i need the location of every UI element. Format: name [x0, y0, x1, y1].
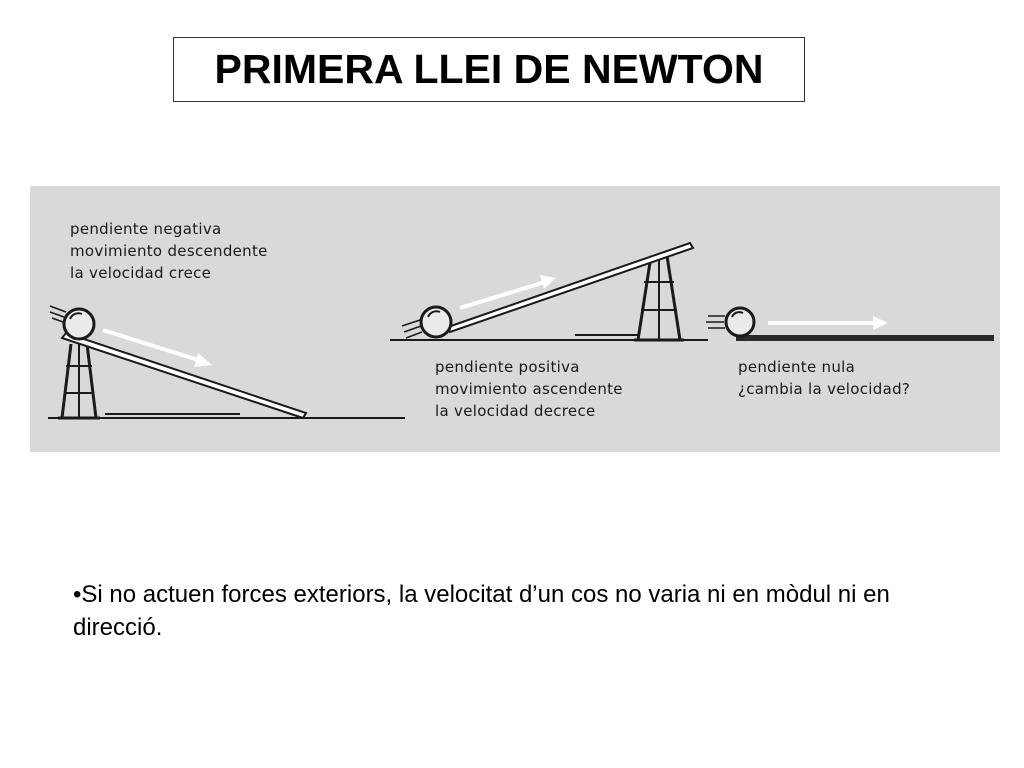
bullet-marker: •: [73, 581, 82, 608]
title-box: PRIMERA LLEI DE NEWTON: [173, 37, 805, 102]
figure-svg: pendiente negativa movimiento descendent…: [30, 186, 1000, 452]
panel3-line1: pendiente nula: [738, 358, 855, 376]
panel-zero-slope: pendiente nula ¿cambia la velocidad?: [706, 306, 994, 398]
panel2-line1: pendiente positiva: [435, 358, 580, 376]
panel-negative-slope: pendiente negativa movimiento descendent…: [48, 220, 405, 420]
flat-surface: [736, 335, 994, 341]
panel1-line3: la velocidad crece: [70, 264, 211, 282]
panel3-line2: ¿cambia la velocidad?: [738, 380, 910, 398]
bullet-point: •Si no actuen forces exteriors, la veloc…: [73, 578, 983, 644]
motion-line: [405, 331, 423, 339]
ramp: [60, 331, 308, 420]
panel2-line3: la velocidad decrece: [435, 402, 596, 420]
panel-positive-slope: pendiente positiva movimiento ascendente…: [390, 241, 708, 420]
slide-title: PRIMERA LLEI DE NEWTON: [214, 46, 764, 92]
motion-line: [51, 317, 64, 323]
motion-line: [403, 325, 422, 333]
motion-line: [49, 305, 67, 313]
velocity-arrow: [102, 328, 212, 367]
figure-background: [30, 186, 1000, 452]
panel2-line2: movimiento ascendente: [435, 380, 623, 398]
velocity-arrow: [459, 275, 556, 310]
trestle-support: [58, 343, 100, 420]
panel1-line1: pendiente negativa: [70, 220, 222, 238]
inclined-plane-figure: pendiente negativa movimiento descendent…: [30, 186, 1000, 452]
velocity-arrow: [768, 316, 888, 330]
panel1-line2: movimiento descendente: [70, 242, 268, 260]
motion-line: [49, 311, 65, 318]
motion-line: [401, 319, 421, 327]
bullet-text: Si no actuen forces exteriors, la veloci…: [73, 581, 890, 641]
trestle-support: [634, 255, 684, 342]
